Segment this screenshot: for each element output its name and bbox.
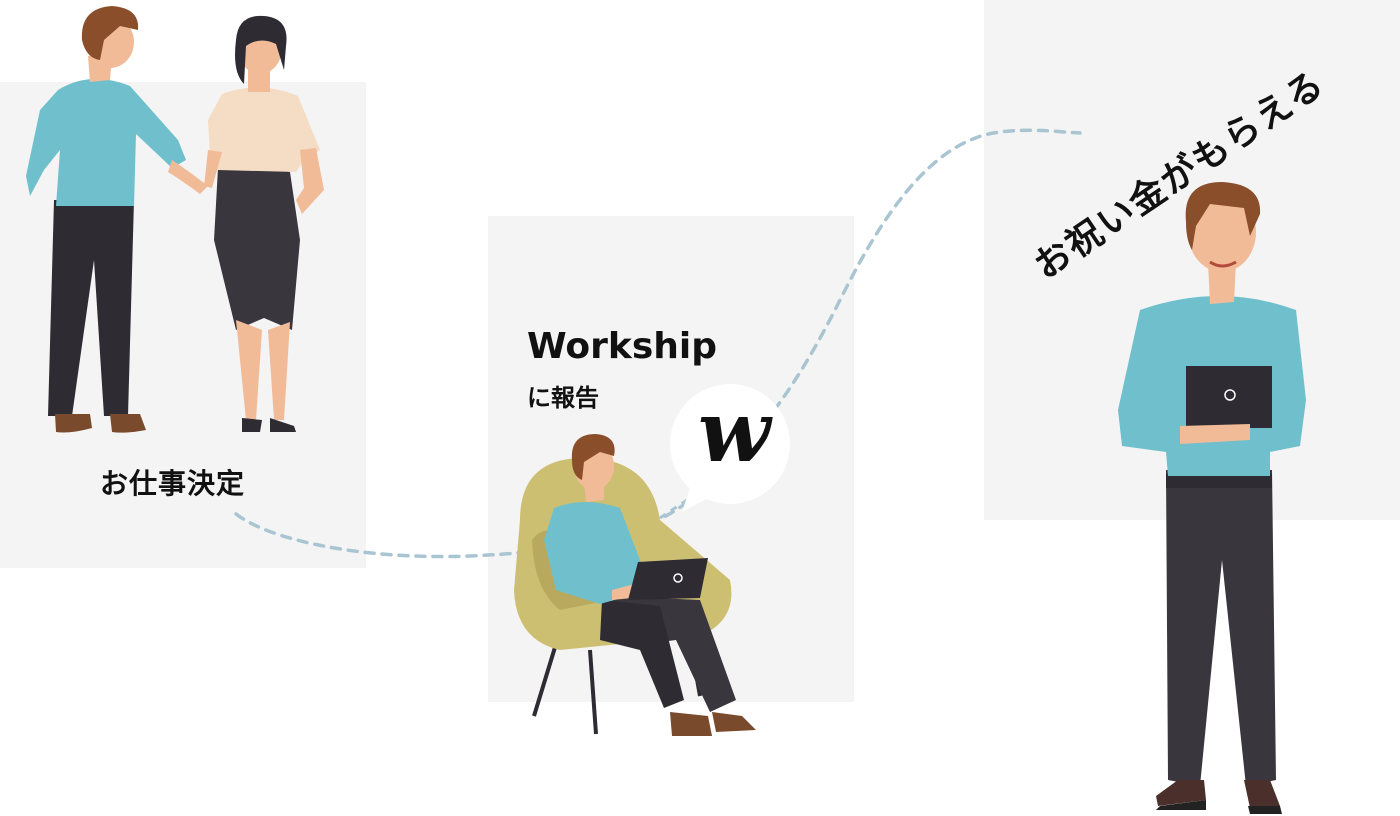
workship-speech-bubble — [670, 384, 790, 512]
brand-name: Workship — [527, 326, 718, 367]
man-in-chair-illustration — [514, 434, 756, 736]
step2-label: に報告 — [527, 384, 599, 412]
workship-logo-icon: w — [698, 382, 771, 481]
man-with-tablet-illustration — [1118, 182, 1306, 814]
handshake-couple-illustration — [26, 6, 324, 433]
step1-label: お仕事決定 — [100, 467, 246, 500]
